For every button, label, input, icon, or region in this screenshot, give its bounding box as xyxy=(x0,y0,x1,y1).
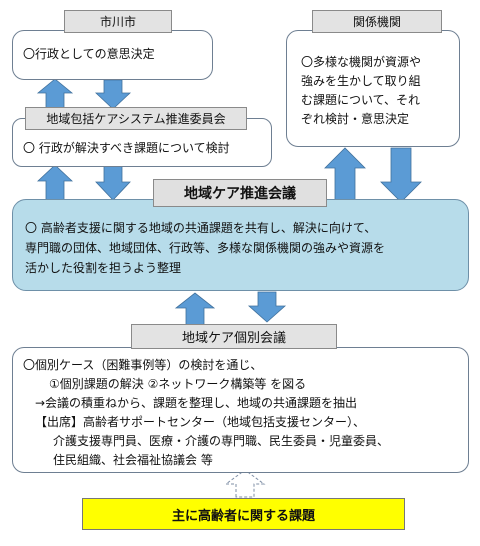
suishin-line-3: 活かした役割を担うよう整理 xyxy=(25,261,182,275)
suishin-line-1: 〇 高齢者支援に関する地域の共通課題を共有し、解決に向けて、 xyxy=(25,221,377,235)
kankei-label: 関係機関 xyxy=(312,10,442,33)
kobetsu-label: 地域ケア個別会議 xyxy=(131,324,337,349)
kankei-line-2: 強みを生かして取り組 xyxy=(301,74,421,88)
ichikawa-label: 市川市 xyxy=(64,10,172,33)
suishin-line-2: 専門職の団体、地域団体、行政等、多様な関係機関の強みや資源を xyxy=(25,241,386,255)
kankei-line-1: 〇多様な機関が資源や xyxy=(301,55,422,69)
kankei-line-3: む課題について、それ xyxy=(301,93,421,107)
kobetsu-text: 〇個別ケース（困難事例等）の検討を通じ、 ①個別課題の解決 ②ネットワーク構築等… xyxy=(23,356,389,470)
kobetsu-line-2: ①個別課題の解決 ②ネットワーク構築等 を図る xyxy=(49,377,307,391)
kankei-text: 〇多様な機関が資源や 強みを生かして取り組 む課題について、それ ぞれ検討・意思… xyxy=(301,53,421,129)
kobetsu-line-1: 〇個別ケース（困難事例等）の検討を通じ、 xyxy=(23,358,263,372)
kobetsu-line-6: 住民組織、社会福祉協議会 等 xyxy=(53,453,213,467)
arrow-up-dashed-bottom-to-kobetsu xyxy=(224,469,266,498)
suishin-text: 〇 高齢者支援に関する地域の共通課題を共有し、解決に向けて、 専門職の団体、地域… xyxy=(25,218,385,278)
suishin-box: 〇 高齢者支援に関する地域の共通課題を共有し、解決に向けて、 専門職の団体、地域… xyxy=(12,199,469,291)
arrow-down-ichikawa-to-iinkai xyxy=(94,79,132,110)
kobetsu-line-5: 介護支援専門員、医療・介護の専門職、民生委員・児童委員、 xyxy=(53,434,390,448)
arrow-down-kankei-to-suishin xyxy=(380,147,422,203)
kobetsu-box: 〇個別ケース（困難事例等）の検討を通じ、 ①個別課題の解決 ②ネットワーク構築等… xyxy=(12,347,469,473)
arrow-up-kobetsu-to-suishin xyxy=(174,292,216,326)
kankei-line-4: ぞれ検討・意思決定 xyxy=(301,112,410,126)
arrow-down-iinkai-to-suishin xyxy=(95,165,131,201)
bottom-issue-box: 主に高齢者に関する課題 xyxy=(82,498,405,530)
ichikawa-box: 〇行政としての意思決定 xyxy=(12,30,213,80)
kobetsu-line-4: 【出席】高齢者サポートセンター（地域包括支援センター）、 xyxy=(35,415,366,429)
ichikawa-text: 〇行政としての意思決定 xyxy=(23,47,155,61)
iinkai-text: 〇 行政が解決すべき課題について検討 xyxy=(23,141,230,155)
iinkai-label: 地域包括ケアシステム推進委員会 xyxy=(25,107,247,130)
kobetsu-line-3: →会議の積重ねから、課題を整理し、地域の共通課題を抽出 xyxy=(35,396,358,410)
arrow-up-suishin-to-kankei xyxy=(324,147,366,201)
arrow-down-suishin-to-kobetsu xyxy=(247,291,287,323)
arrow-up-suishin-to-iinkai xyxy=(36,164,74,201)
suishin-title: 地域ケア推進会議 xyxy=(153,179,327,207)
kankei-box: 〇多様な機関が資源や 強みを生かして取り組 む課題について、それ ぞれ検討・意思… xyxy=(286,30,460,147)
